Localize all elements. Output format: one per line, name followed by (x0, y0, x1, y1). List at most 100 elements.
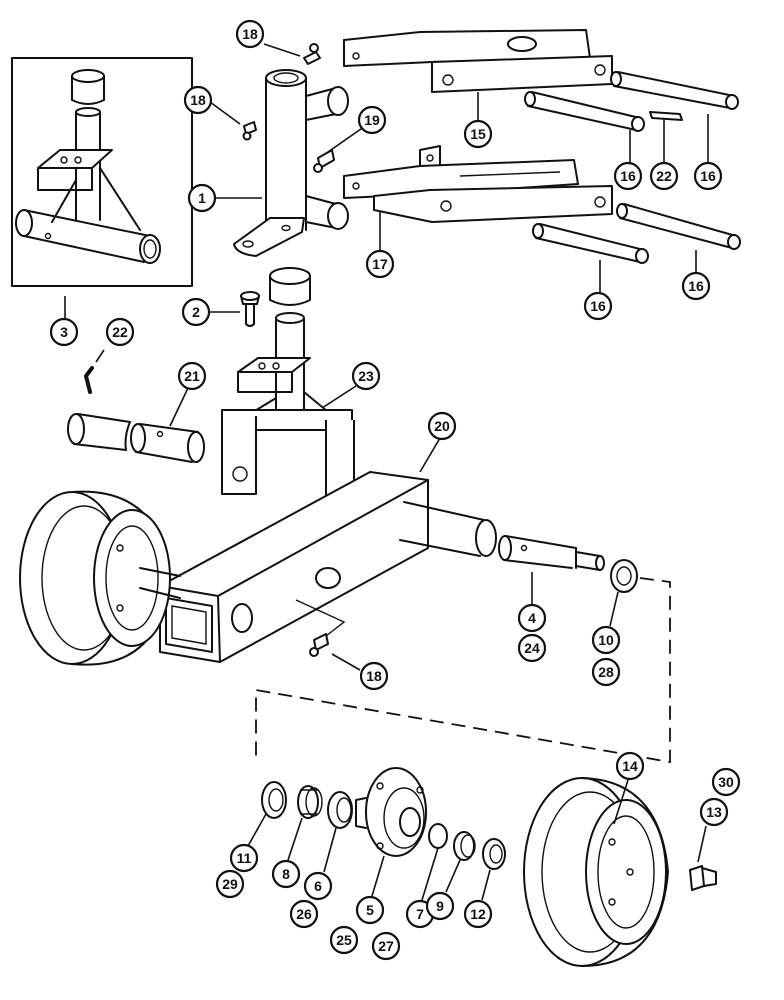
svg-text:16: 16 (590, 298, 606, 314)
leader-21 (169, 387, 189, 427)
svg-text:9: 9 (436, 898, 444, 914)
callout-23: 23 (351, 361, 381, 391)
callout-15: 15 (463, 119, 493, 149)
callout-29: 29 (215, 869, 245, 899)
svg-text:28: 28 (598, 664, 614, 680)
leader-13 (697, 825, 707, 863)
grease-fitting-19 (313, 149, 335, 173)
dashed-assembly-path (255, 577, 671, 764)
svg-text:8: 8 (282, 866, 290, 882)
callout-3: 3 (49, 317, 79, 347)
callout-5: 5 (355, 895, 385, 925)
lug-bolt-13 (689, 865, 717, 891)
dust-cap-12 (482, 838, 506, 870)
svg-text:10: 10 (598, 632, 614, 648)
svg-text:11: 11 (237, 850, 252, 866)
grease-fitting-18-bottom (309, 633, 329, 657)
callout-11: 11 (229, 843, 259, 873)
callout-24: 24 (517, 633, 547, 663)
callout-16-a: 16 (613, 161, 643, 191)
svg-text:14: 14 (622, 758, 638, 774)
callout-27: 27 (371, 931, 401, 961)
grease-fitting-18-left (242, 121, 257, 141)
leader-7 (421, 847, 439, 901)
svg-text:13: 13 (706, 804, 722, 820)
wheel-rim-14 (523, 777, 669, 967)
callout-22-left: 22 (105, 317, 135, 347)
bearing-cup-7 (428, 823, 448, 849)
upper-bracket-15 (343, 29, 613, 93)
svg-text:18: 18 (242, 26, 258, 42)
leader-11 (247, 813, 267, 847)
svg-text:3: 3 (60, 324, 68, 340)
svg-text:26: 26 (296, 906, 312, 922)
svg-text:27: 27 (378, 938, 394, 954)
bearing-cup-6 (327, 791, 353, 829)
pin-16-a (524, 91, 645, 132)
sleeve-21 (67, 413, 205, 463)
spindle-4 (498, 535, 605, 571)
bearing-cone-9 (453, 831, 476, 861)
callout-8: 8 (271, 859, 301, 889)
callout-13: 13 (699, 797, 729, 827)
caster-fork-23 (221, 267, 355, 521)
seal-10 (610, 559, 638, 593)
spindle-tube-1 (233, 69, 349, 257)
svg-text:23: 23 (358, 368, 374, 384)
callout-19: 19 (357, 105, 387, 135)
svg-text:19: 19 (364, 112, 380, 128)
leader-20 (419, 437, 441, 473)
leader-5 (371, 855, 385, 897)
svg-text:24: 24 (524, 640, 540, 656)
pin-16-c (616, 203, 741, 250)
callout-28: 28 (591, 657, 621, 687)
callout-20: 20 (427, 411, 457, 441)
bearing-cup-11 (261, 781, 287, 819)
svg-text:15: 15 (470, 126, 486, 142)
svg-text:7: 7 (416, 906, 424, 922)
callout-16-c: 16 (681, 271, 711, 301)
inset-assembly-3 (11, 57, 193, 287)
svg-text:20: 20 (434, 418, 450, 434)
callout-16-b: 16 (693, 161, 723, 191)
svg-text:25: 25 (336, 932, 352, 948)
leader-22b (95, 349, 105, 363)
svg-text:16: 16 (688, 278, 704, 294)
leader-6 (323, 827, 337, 873)
leader-23 (321, 385, 357, 409)
svg-text:6: 6 (314, 878, 322, 894)
bolt-2 (240, 291, 260, 327)
callout-18-top: 18 (235, 19, 265, 49)
pin-16-d (532, 223, 649, 264)
svg-text:21: 21 (184, 368, 200, 384)
svg-text:4: 4 (528, 610, 536, 626)
callout-14: 14 (615, 751, 645, 781)
axle-frame-20 (159, 471, 497, 663)
callout-17: 17 (365, 249, 395, 279)
svg-text:22: 22 (656, 168, 672, 184)
svg-text:30: 30 (718, 774, 734, 790)
leader-8 (287, 817, 303, 861)
leader-12 (481, 869, 491, 901)
callout-16-d: 16 (583, 291, 613, 321)
leader-9 (445, 859, 461, 893)
svg-text:18: 18 (366, 668, 382, 684)
callout-21: 21 (177, 361, 207, 391)
pin-16-b (610, 71, 739, 110)
callout-18-bottom: 18 (359, 661, 389, 691)
bearing-cone-8 (297, 785, 323, 819)
svg-text:2: 2 (192, 304, 200, 320)
leader-10 (609, 591, 619, 627)
leader-18c (331, 653, 361, 671)
svg-text:29: 29 (222, 876, 238, 892)
callout-18-left: 18 (183, 85, 213, 115)
callout-4: 4 (517, 603, 547, 633)
key-22-top (649, 111, 683, 121)
wheel-rim-left (19, 490, 181, 666)
svg-text:5: 5 (366, 902, 374, 918)
leader-18a (263, 43, 301, 57)
svg-text:17: 17 (372, 256, 388, 272)
svg-text:22: 22 (112, 324, 128, 340)
callout-2: 2 (181, 297, 211, 327)
